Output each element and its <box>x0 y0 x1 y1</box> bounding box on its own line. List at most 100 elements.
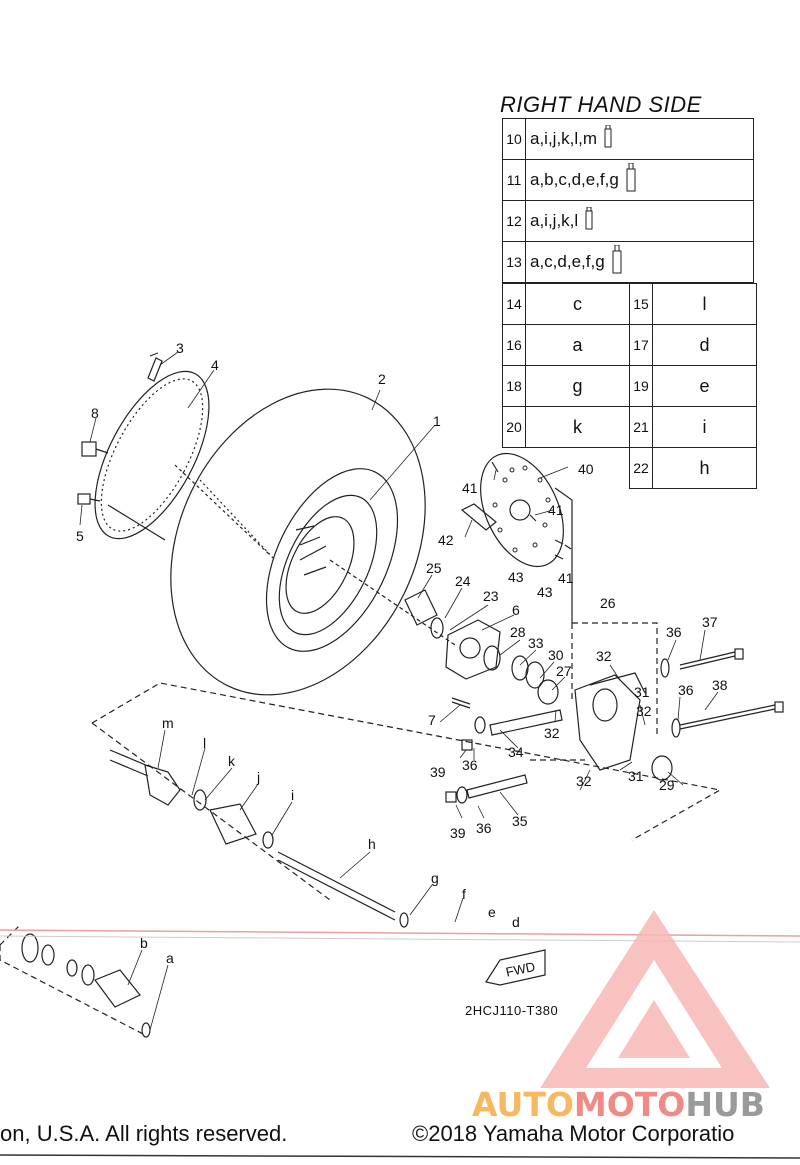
callout-43a: 43 <box>508 569 524 585</box>
table-row: 18 g 19 e <box>502 365 757 407</box>
part-letter: h <box>652 447 757 489</box>
callout-i: i <box>291 787 294 803</box>
callout-40: 40 <box>578 461 594 477</box>
callout-25: 25 <box>426 560 442 576</box>
callout-6: 6 <box>512 602 520 618</box>
kit-letters-cell: a,c,d,e,f,g <box>525 241 754 283</box>
callout-f: f <box>462 886 466 902</box>
kit-number: 12 <box>502 200 526 242</box>
copyright-right: ©2018 Yamaha Motor Corporatio <box>412 1121 735 1146</box>
grease-tube-icon <box>584 206 594 236</box>
callout-32d: 32 <box>576 773 592 789</box>
callout-d: d <box>512 914 520 930</box>
kit-number: 11 <box>502 159 526 201</box>
table-row: 16 a 17 d <box>502 324 757 366</box>
callout-43b: 43 <box>537 584 553 600</box>
callout-e: e <box>488 904 496 920</box>
fwd-arrow-label: FWD <box>504 959 536 980</box>
cv-boot <box>209 803 257 845</box>
callout-39b: 39 <box>450 825 466 841</box>
kit-letters: a,c,d,e,f,g <box>530 251 605 271</box>
callout-27: 27 <box>556 663 572 679</box>
callout-31a: 31 <box>634 684 650 700</box>
table-row: 14 c 15 l <box>502 283 757 325</box>
callout-34: 34 <box>508 744 524 760</box>
wheel-rim <box>278 494 378 636</box>
callout-41c: 41 <box>558 570 574 586</box>
sleeve-35 <box>466 774 528 799</box>
part-letter: a <box>525 324 630 366</box>
callout-36a: 36 <box>666 624 682 640</box>
callout-4: 4 <box>211 357 219 373</box>
grease-tube-icon <box>611 244 623 280</box>
kit-letters: a,b,c,d,e,f,g <box>530 169 619 189</box>
part-number: 21 <box>629 406 653 448</box>
callout-32a: 32 <box>596 648 612 664</box>
callout-5: 5 <box>76 528 84 544</box>
callout-3: 3 <box>176 340 184 356</box>
callout-42: 42 <box>438 532 454 548</box>
knuckle-carrier <box>574 674 641 771</box>
kit-number: 10 <box>502 118 526 160</box>
callout-k: k <box>228 753 236 769</box>
kit-number: 13 <box>502 241 526 283</box>
part-number: 15 <box>629 283 653 325</box>
part-letter: k <box>525 406 630 448</box>
callout-b: b <box>140 935 148 951</box>
kit-letters-cell: a,i,j,k,l,m <box>525 118 754 160</box>
hub <box>445 619 501 680</box>
sleeve-34 <box>489 709 563 736</box>
table-row: 22 h <box>503 447 757 489</box>
component-table: 14 c 15 l 16 a 17 d 18 g 19 e 20 k 21 i … <box>502 283 757 489</box>
part-letter: e <box>652 365 757 407</box>
kit-letters: a,i,j,k,l <box>530 210 579 230</box>
callout-33: 33 <box>528 635 544 651</box>
callout-41a: 41 <box>462 480 478 496</box>
callout-8: 8 <box>91 405 99 421</box>
tire <box>170 388 426 696</box>
valve-stem <box>147 352 163 382</box>
watermark-text: AUTOMOTOHUB <box>472 1085 765 1124</box>
callout-24: 24 <box>455 573 471 589</box>
callout-7: 7 <box>428 712 436 728</box>
callout-36d: 36 <box>476 820 492 836</box>
drive-shaft <box>277 851 396 921</box>
part-letter: i <box>652 406 757 448</box>
callout-2: 2 <box>378 371 386 387</box>
callout-36b: 36 <box>678 682 694 698</box>
watermark-logo <box>540 910 770 1088</box>
cv-joint-inner <box>94 969 141 1008</box>
callout-31b: 31 <box>628 768 644 784</box>
callout-32c: 32 <box>544 725 560 741</box>
callout-38: 38 <box>712 677 728 693</box>
kit-row: 10 a,i,j,k,l,m <box>502 118 754 160</box>
cv-joint-outer <box>109 749 149 777</box>
kit-letters-cell: a,b,c,d,e,f,g <box>525 159 754 201</box>
callout-labels: 3 4 2 1 8 5 25 24 23 6 28 33 30 27 26 40… <box>76 340 728 980</box>
beadlock-ring <box>94 370 210 540</box>
callout-j: j <box>256 769 260 785</box>
bolt-37 <box>679 651 736 666</box>
callout-32b: 32 <box>636 703 652 719</box>
fwd-arrow-shape <box>485 949 546 986</box>
kit-table: 10 a,i,j,k,l,m 11 a,b,c,d,e,f,g 12 a,i,j… <box>502 118 754 283</box>
part-number: 14 <box>502 283 526 325</box>
part-number: 20 <box>502 406 526 448</box>
callout-29: 29 <box>659 777 675 793</box>
part-number: 16 <box>502 324 526 366</box>
callout-23: 23 <box>483 588 499 604</box>
brake-disc <box>480 452 564 568</box>
callout-h: h <box>368 836 376 852</box>
callout-39a: 39 <box>430 764 446 780</box>
kit-letters-cell: a,i,j,k,l <box>525 200 754 242</box>
table-row: 20 k 21 i <box>502 406 757 448</box>
tire-inner-edge <box>265 468 399 652</box>
part-number: 19 <box>629 365 653 407</box>
callout-35: 35 <box>512 813 528 829</box>
grease-tube-icon <box>603 124 613 154</box>
bolt-38 <box>679 704 776 726</box>
part-letter: d <box>652 324 757 366</box>
part-number: 18 <box>502 365 526 407</box>
